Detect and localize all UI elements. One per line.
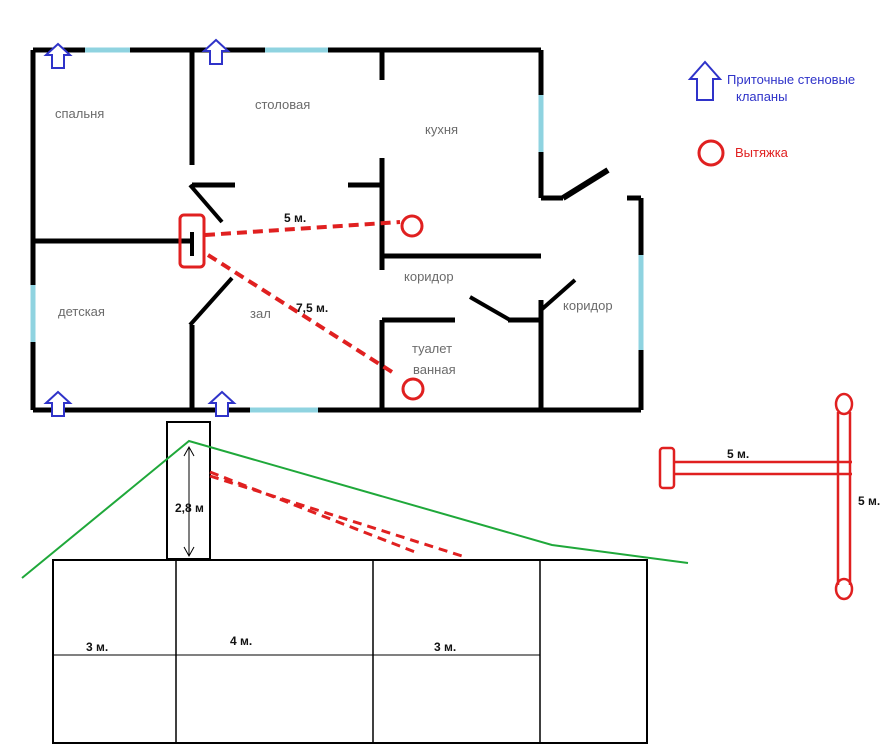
room-labels: спальня столовая кухня детская зал корид… [55, 97, 613, 377]
legend-exhaust: Вытяжка [735, 145, 789, 160]
chimney-height: 2,8 м [175, 501, 204, 515]
floor-plan [30, 47, 644, 413]
room-label-kids: детская [58, 304, 105, 319]
door-toilet [469, 295, 511, 322]
duct-length-short: 5 м. [284, 211, 306, 225]
arrow-up-icon [183, 445, 195, 457]
circle-icon [834, 577, 854, 601]
roof-line [21, 439, 689, 579]
door-entry [561, 167, 610, 201]
windows [30, 47, 644, 413]
room-label-toilet: туалет [412, 341, 452, 356]
room-label-kitchen: кухня [425, 122, 458, 137]
intake-arrows [43, 38, 237, 417]
room-label-bath: ванная [413, 362, 456, 377]
legend-intake-2: клапаны [736, 89, 787, 104]
attic-duct [209, 474, 463, 558]
up-arrow-icon [43, 390, 73, 417]
duct-kitchen [204, 220, 401, 237]
room-label-hall: зал [250, 306, 271, 321]
up-arrow-icon [207, 390, 237, 417]
attic-ducts [209, 470, 463, 558]
exhaust-points [178, 213, 425, 401]
room-label-dining: столовая [255, 97, 310, 112]
exhaust-hub [178, 213, 206, 269]
circle-icon [834, 392, 854, 416]
duct-toilet [206, 253, 394, 374]
scheme-vertical-length: 5 м. [858, 494, 880, 508]
legend: Приточные стеновые клапаны Вытяжка [687, 60, 855, 167]
room-label-bedroom: спальня [55, 106, 104, 121]
door-corridor [539, 278, 577, 312]
circle-icon [401, 377, 425, 401]
section-left-width: 3 м. [86, 640, 108, 654]
house-section [52, 559, 648, 744]
scheme-hub [658, 446, 676, 490]
circle-icon [400, 214, 424, 238]
duct-scheme [658, 392, 854, 601]
door-kids [188, 276, 234, 327]
exhaust-ducts [204, 220, 401, 374]
circle-icon [697, 139, 725, 167]
arrow-down-icon [183, 546, 195, 558]
room-label-corridor: коридор [404, 269, 454, 284]
legend-intake: Приточные стеновые [727, 72, 855, 87]
up-arrow-icon [201, 38, 231, 65]
room-label-corridor: коридор [563, 298, 613, 313]
scheme-horizontal-length: 5 м. [727, 447, 749, 461]
section-view: 2,8 м 3 м. 4 м. 3 м. [21, 421, 689, 744]
up-arrow-icon [43, 42, 73, 69]
section-right-width: 3 м. [434, 640, 456, 654]
attic-duct [209, 470, 416, 554]
door-dining [188, 183, 224, 224]
section-mid-width: 4 м. [230, 634, 252, 648]
up-arrow-icon [687, 60, 723, 101]
duct-length-long: 7,5 м. [296, 301, 328, 315]
